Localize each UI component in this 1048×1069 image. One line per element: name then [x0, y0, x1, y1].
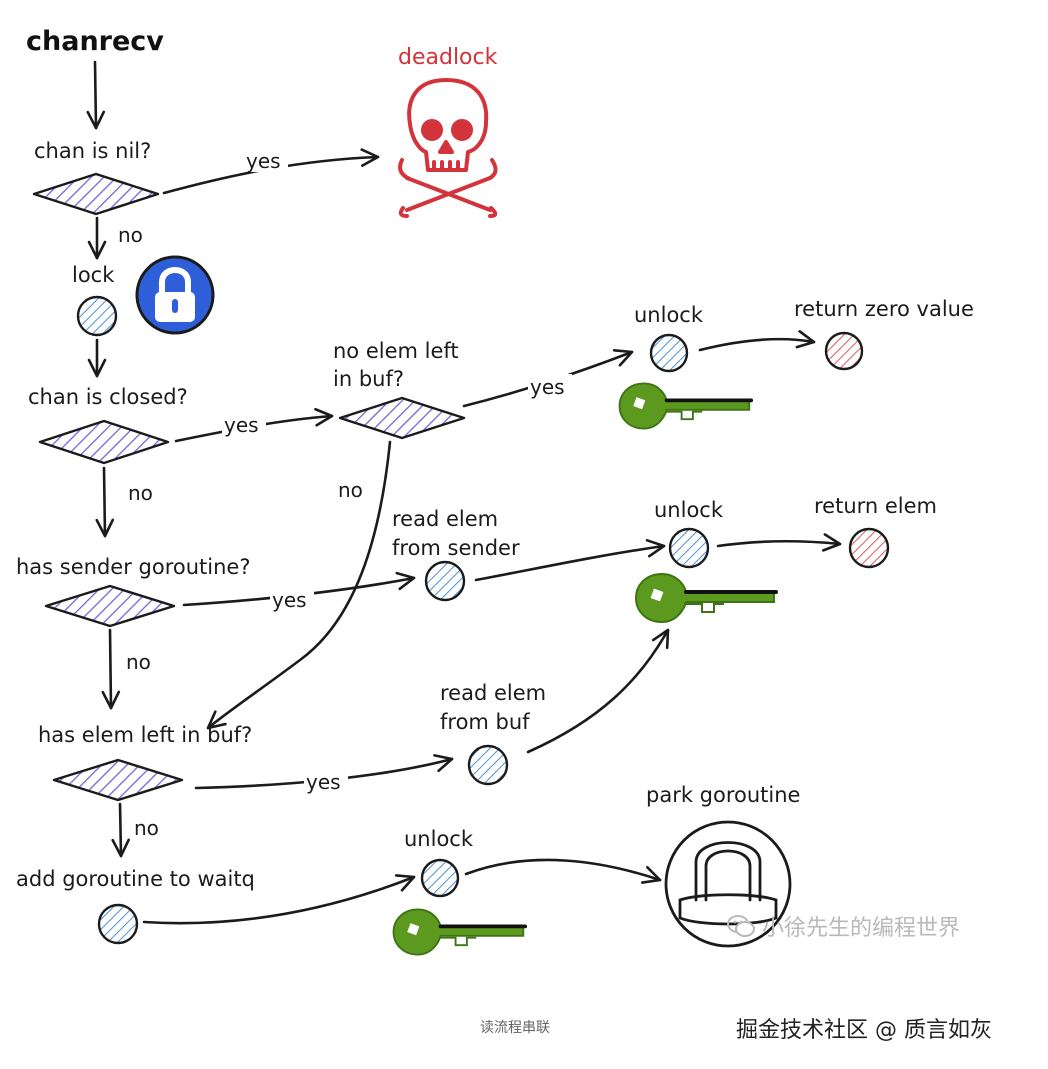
return-zero-value-step [824, 331, 864, 371]
key-icon-mid [634, 572, 778, 624]
return-zero-value-label: return zero value [794, 297, 974, 321]
has-elem-left-decision [52, 758, 184, 802]
platform-watermark: 掘金技术社区 @ 质言如灰 [736, 1018, 992, 1043]
key-icon-bottom [391, 907, 528, 957]
no-elem-left-label-2: in buf? [333, 367, 404, 391]
park-goroutine-label: park goroutine [646, 783, 800, 807]
nil-yes-label: yes [246, 149, 281, 173]
edge-labels: yes no yes no yes no yes no yes no [118, 148, 572, 840]
key-icon-top [617, 381, 754, 431]
read-elem-from-sender-label-2: from sender [392, 536, 520, 560]
edge-unlock-top-to-zero [698, 330, 816, 352]
buf-yes-label: yes [306, 770, 341, 794]
wechat-icon [727, 915, 755, 937]
return-elem-step [848, 527, 890, 569]
has-elem-left-label: has elem left in buf? [38, 723, 252, 747]
sender-yes-label: yes [272, 588, 307, 612]
read-elem-from-sender-step [424, 560, 466, 602]
chan-is-nil-label: chan is nil? [34, 139, 151, 163]
no-elem-left-decision [338, 396, 466, 440]
add-goroutine-step [97, 903, 139, 945]
account-watermark-text: 小徐先生的编程世界 [762, 916, 961, 941]
read-elem-from-buf-label-1: read elem [440, 681, 546, 705]
add-goroutine-label: add goroutine to waitq [16, 867, 255, 891]
closed-no-label: no [128, 481, 153, 505]
figure-caption: 读流程串联 [480, 1020, 550, 1036]
sender-no-label: no [126, 650, 151, 674]
noelem-no-label: no [338, 478, 363, 502]
return-elem-label: return elem [814, 494, 937, 518]
closed-yes-label: yes [224, 413, 259, 437]
chan-is-closed-decision [38, 419, 170, 465]
unlock-top-label: unlock [634, 303, 704, 327]
edge-sender-no [101, 628, 121, 710]
has-sender-decision [44, 584, 176, 628]
edge-closed-no [95, 466, 115, 538]
lock-step [76, 295, 118, 337]
padlock-outline-icon [664, 820, 792, 948]
noelem-yes-label: yes [530, 375, 565, 399]
unlock-mid-label: unlock [654, 498, 724, 522]
read-elem-from-sender-label-1: read elem [392, 507, 498, 531]
padlock-icon [135, 255, 215, 335]
unlock-bottom-label: unlock [404, 827, 474, 851]
edge-read-sender-to-unlock [474, 539, 666, 582]
has-sender-label: has sender goroutine? [16, 555, 250, 579]
account-watermark: 小徐先生的编程世界 [726, 910, 960, 942]
buf-no-label: no [134, 816, 159, 840]
edge-unlock-mid-to-return [716, 533, 842, 552]
nil-no-label: no [118, 223, 143, 247]
no-elem-left-label-1: no elem left [333, 339, 459, 363]
diagram-title: chanrecv [26, 26, 164, 57]
edge-read-buf-to-unlock [526, 628, 670, 754]
deadlock-label: deadlock [398, 45, 498, 70]
edge-buf-no [111, 802, 130, 858]
read-elem-from-buf-label-2: from buf [440, 710, 530, 734]
edge-add-to-unlock [142, 874, 416, 925]
unlock-mid-step [668, 527, 710, 569]
chan-is-closed-label: chan is closed? [28, 385, 188, 409]
unlock-bottom-step [420, 858, 460, 898]
edge-unlock-bottom-to-park [464, 858, 662, 884]
unlock-top-step [649, 333, 689, 373]
lock-label: lock [72, 263, 115, 287]
edge-noelem-no [206, 440, 392, 730]
edge-title-to-nil [86, 60, 106, 130]
skull-crossbones-icon [398, 78, 498, 218]
chan-is-nil-decision [32, 172, 160, 216]
read-elem-from-buf-step [467, 744, 509, 786]
